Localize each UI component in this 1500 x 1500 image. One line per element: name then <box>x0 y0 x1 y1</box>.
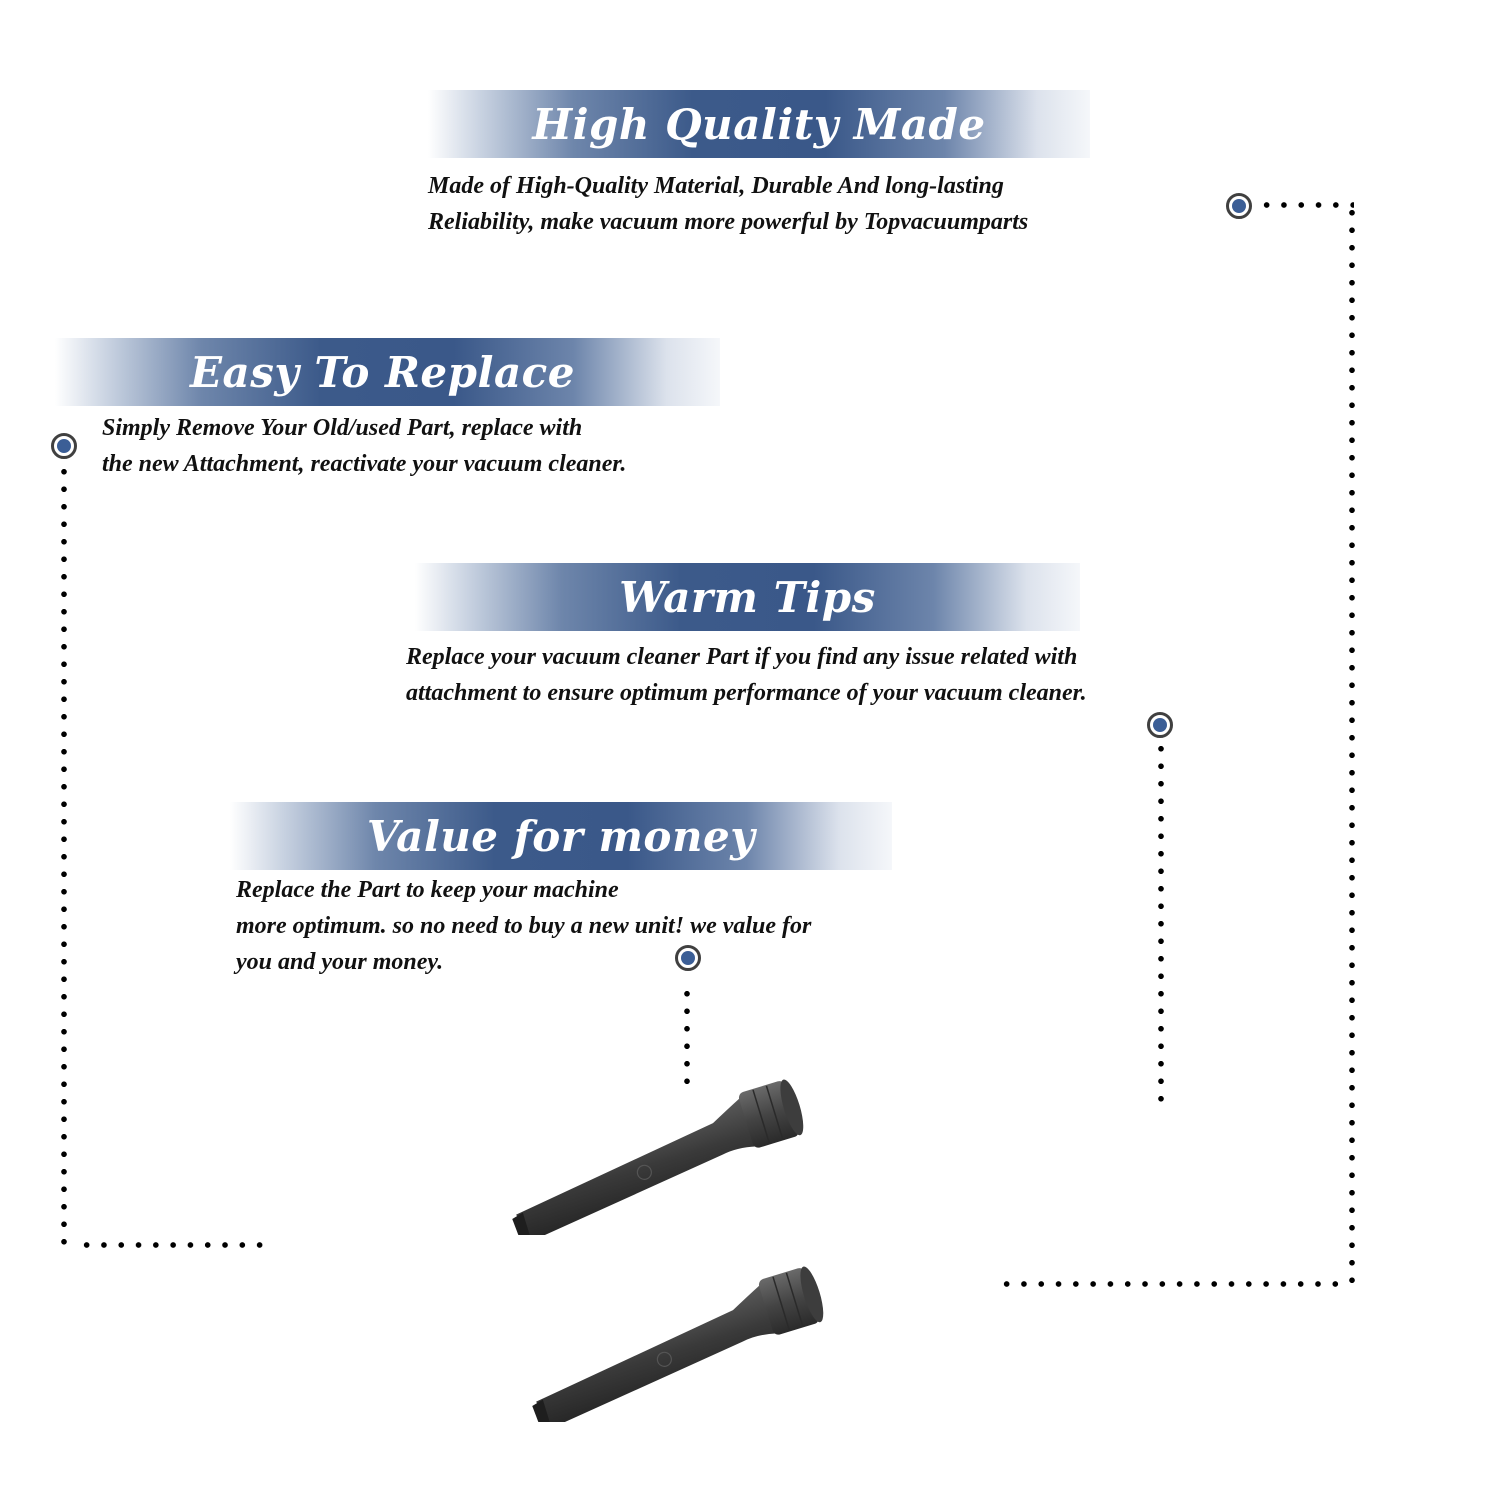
section-description-easy-to-replace: Simply Remove Your Old/used Part, replac… <box>102 410 626 482</box>
description-line: attachment to ensure optimum performance… <box>406 680 1087 706</box>
description-line: Replace the Part to keep your machine <box>236 877 619 903</box>
section-title: High Quality Made <box>532 99 986 149</box>
banner-easy-to-replace: Easy To Replace <box>55 338 720 406</box>
description-line: you and your money. <box>236 949 444 975</box>
banner-warm-tips: Warm Tips <box>415 563 1080 631</box>
target-dot-icon <box>675 945 701 971</box>
section-title: Value for money <box>366 811 756 861</box>
banner-high-quality: High Quality Made <box>428 90 1090 158</box>
section-description-high-quality: Made of High-Quality Material, Durable A… <box>428 168 1028 240</box>
target-dot-icon <box>51 433 77 459</box>
description-line: Replace your vacuum cleaner Part if you … <box>406 644 1078 670</box>
crevice-tool-image <box>532 1266 824 1422</box>
dotted-connector <box>1349 204 1355 1290</box>
dotted-connector <box>1158 740 1164 1102</box>
dotted-connector <box>78 1242 263 1248</box>
section-title: Warm Tips <box>619 572 876 622</box>
crevice-tool-image <box>512 1079 804 1235</box>
description-line: Simply Remove Your Old/used Part, replac… <box>102 415 583 441</box>
description-line: Made of High-Quality Material, Durable A… <box>428 173 1004 199</box>
section-description-value-for-money: Replace the Part to keep your machine mo… <box>236 872 811 980</box>
dotted-connector <box>684 985 690 1090</box>
dotted-connector <box>61 463 67 1253</box>
section-description-warm-tips: Replace your vacuum cleaner Part if you … <box>406 639 1087 711</box>
section-title: Easy To Replace <box>190 347 575 397</box>
description-line: Reliability, make vacuum more powerful b… <box>428 209 1029 235</box>
description-line: the new Attachment, reactivate your vacu… <box>102 451 627 477</box>
description-line: more optimum. so no need to buy a new un… <box>236 913 812 939</box>
dotted-connector <box>1258 202 1354 208</box>
dotted-connector <box>998 1281 1343 1287</box>
target-dot-icon <box>1147 712 1173 738</box>
banner-value-for-money: Value for money <box>230 802 892 870</box>
target-dot-icon <box>1226 193 1252 219</box>
